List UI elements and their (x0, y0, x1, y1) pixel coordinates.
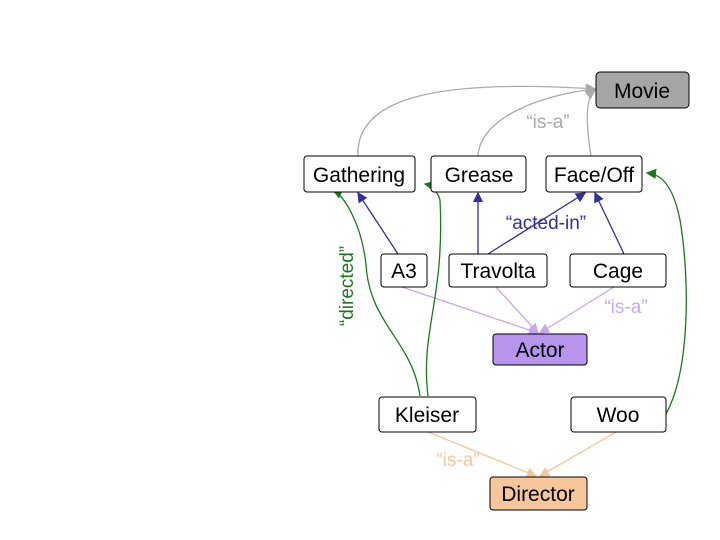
edge-woo-isa-director (538, 431, 617, 477)
node-kleiser-label: Kleiser (395, 404, 459, 427)
node-woo: Woo (570, 396, 667, 433)
edge-a3-acted-in-gathering (357, 191, 399, 255)
edge-travolta-acted-in-faceoff (487, 192, 587, 255)
node-woo-label: Woo (597, 404, 640, 427)
node-grease-label: Grease (445, 164, 514, 187)
node-director: Director (489, 476, 588, 511)
edge-woo-directed-faceoff (645, 168, 687, 415)
acted-in-edges (357, 191, 625, 255)
node-faceoff: Face/Off (545, 155, 643, 193)
edge-a3-isa-actor (401, 286, 540, 336)
edge-kleiser-isa-director (427, 431, 538, 478)
node-kleiser: Kleiser (378, 396, 477, 433)
edge-gathering-isa-movie (357, 83, 597, 157)
node-director-label: Director (501, 483, 575, 506)
node-gathering: Gathering (303, 155, 416, 193)
node-grease: Grease (430, 155, 527, 193)
label-isa-movie: “is-a” (526, 112, 569, 133)
node-travolta: Travolta (448, 253, 548, 288)
edge-kleiser-directed-grease (423, 180, 442, 397)
node-actor: Actor (492, 333, 588, 366)
node-cage-label: Cage (593, 260, 643, 283)
node-gathering-label: Gathering (313, 164, 405, 187)
node-movie: Movie (595, 71, 690, 109)
edge-faceoff-isa-movie (584, 89, 597, 157)
node-travolta-label: Travolta (460, 260, 535, 283)
node-cage: Cage (569, 253, 667, 288)
edge-kleiser-directed-gathering (331, 189, 421, 397)
node-movie-label: Movie (614, 80, 670, 103)
directed-edges (331, 168, 687, 415)
label-acted-in: “acted-in” (506, 213, 586, 234)
edge-grease-isa-movie (477, 84, 597, 157)
node-a3-label: A3 (391, 260, 417, 283)
node-actor-label: Actor (515, 339, 564, 362)
isa-actor-edges (401, 286, 615, 336)
label-isa-director: “is-a” (436, 450, 479, 471)
node-a3: A3 (380, 253, 428, 288)
edge-cage-acted-in-faceoff (594, 191, 625, 255)
node-faceoff-label: Face/Off (554, 164, 634, 187)
label-directed: “directed” (337, 246, 358, 326)
label-isa-actor: “is-a” (604, 297, 647, 318)
edge-travolta-isa-actor (495, 286, 539, 334)
edge-cage-isa-actor (538, 286, 615, 334)
isa-movie-edges (357, 83, 597, 157)
isa-director-edges (427, 431, 617, 478)
